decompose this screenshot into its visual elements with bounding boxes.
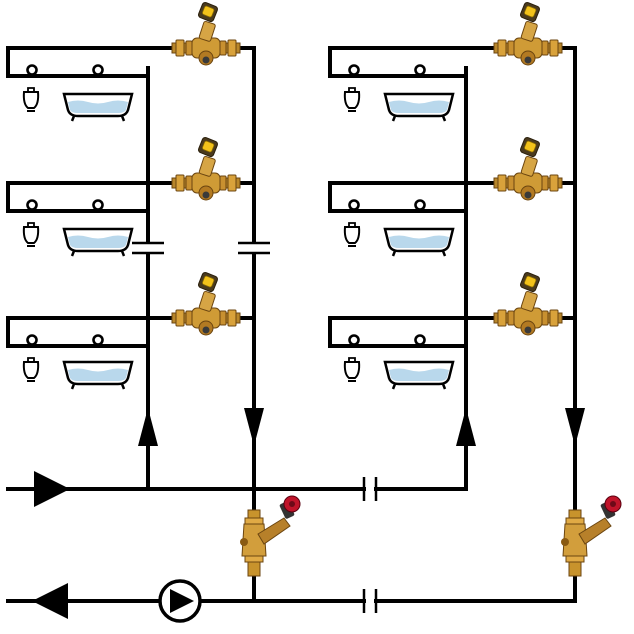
lamp-icon [343,222,361,247]
thermostatic-valve-icon [171,136,241,201]
balancing-valve-icon [560,495,622,577]
arrow-up-icon [456,408,476,446]
balancing-valves [239,495,622,577]
bathtub-icon [383,92,455,123]
bathtub-icon [62,92,134,123]
pipe-break-marks [132,241,378,613]
arrow-up-icon [138,408,158,446]
lamp-icon [343,87,361,112]
thermostatic-valve-icon [493,1,563,66]
thermostatic-valve-icon [493,136,563,201]
thermostatic-valve-icon [171,1,241,66]
bathtub-icon [62,360,134,391]
lamp-icon [22,357,40,382]
lamp-icon [22,87,40,112]
bathtub-icon [383,227,455,258]
thermostatic-valve-icon [493,271,563,336]
bathtub-icon [383,360,455,391]
arrow-down-icon [565,408,585,446]
arrow-down-icon [244,408,264,446]
thermostatic-valves [171,1,563,336]
thermostatic-valve-icon [171,271,241,336]
bathtub-icon [62,227,134,258]
lamp-icon [343,357,361,382]
circulation-pump-icon [158,579,202,623]
lamp-icon [22,222,40,247]
arrow-right-icon [34,471,70,507]
arrow-left-icon [32,583,68,619]
flow-arrows [32,408,585,619]
balancing-valve-icon [239,495,301,577]
